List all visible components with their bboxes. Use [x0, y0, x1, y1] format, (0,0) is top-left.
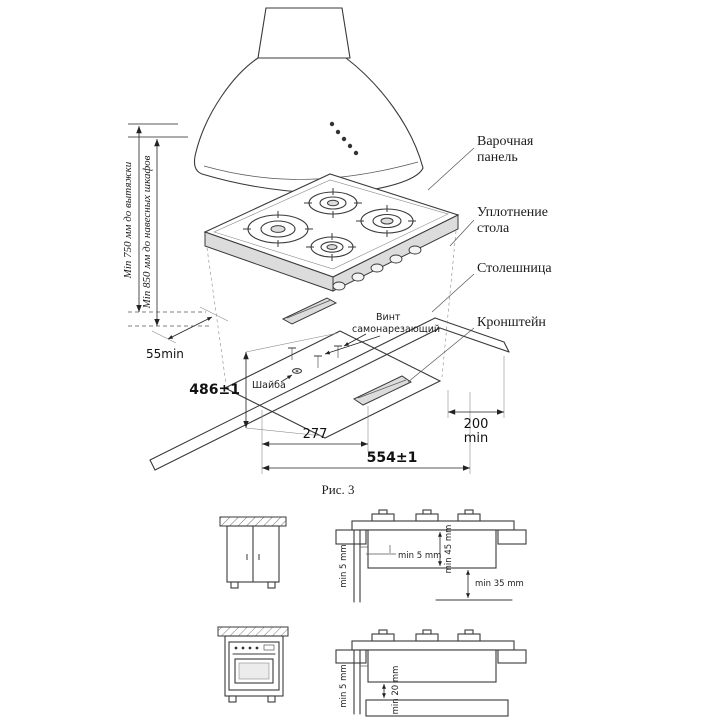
hood-rim-line [203, 161, 419, 180]
washer-icon [291, 368, 303, 374]
dim-rear-unit: min [464, 431, 489, 446]
hob-profile [351, 520, 515, 531]
cabinet-top-slab [219, 516, 287, 527]
cooker-hood [193, 7, 424, 194]
callout-seal-1: Уплотнение [477, 205, 548, 220]
cabinet-top-slab [217, 626, 289, 637]
washer-label: Шайба [252, 380, 286, 391]
dim-gap-under-a: min 5 mm [398, 551, 441, 561]
hood-control-dots-icon [329, 121, 359, 156]
countertop-section-right [497, 529, 527, 545]
hob-profile [351, 640, 515, 651]
dim-bracket-center: 277 [303, 427, 328, 442]
drop-guide-right [441, 230, 457, 378]
dim-gap-side-b: min 5 mm [339, 664, 349, 707]
hood-body [193, 57, 424, 194]
section-a: min 5 mm min 5 mm min 45 mm min 35 mm [219, 509, 527, 603]
clearance-dimensions: Min 750 мм до вытяжки Min 850 мм до наве… [122, 123, 212, 327]
hob-inner-rim [213, 179, 449, 270]
oven-window [234, 658, 274, 684]
figure-caption: Рис. 3 [322, 482, 355, 497]
countertop-section-right [497, 649, 527, 664]
burner-large [243, 211, 313, 247]
screw-icon [334, 345, 342, 358]
dim-oven-gap-b: min 20 mm [391, 666, 401, 715]
countertop-front-edge [149, 317, 436, 461]
mounting-brackets [281, 297, 413, 406]
oven-front [228, 641, 280, 691]
gas-hob [203, 173, 460, 292]
screw-icon [288, 347, 296, 360]
clearance-to-cabinets: Min 850 мм до навесных шкафов [141, 155, 153, 309]
section-b: min 5 mm min 20 mm [217, 626, 527, 717]
callout-bracket: Кронштейн [477, 315, 546, 330]
callout-hob-2: панель [477, 150, 518, 165]
cutout-dimensions: 55min 486±1 277 554±1 200 min [146, 306, 505, 474]
callout-hob-1: Варочная [477, 134, 534, 149]
burner-front-right [306, 233, 356, 261]
burner-rear-right [356, 205, 416, 237]
countertop-front-edge-lower [154, 327, 441, 471]
hob-top-surface [203, 173, 460, 278]
cross-section-a: min 5 mm min 5 mm min 45 mm min 35 mm [335, 509, 527, 603]
countertop-right-edge [434, 317, 505, 343]
dim-depth: 486±1 [189, 382, 240, 398]
drop-guide-left [206, 247, 227, 385]
screw-label-line2: самонарезающий [352, 324, 440, 335]
cross-section-b: min 5 mm min 20 mm [335, 629, 527, 717]
oven-box [365, 699, 509, 717]
cutout-opening [223, 330, 442, 439]
main-diagram: Винт самонарезающий Шайба 55min 486±1 27… [122, 7, 552, 497]
control-knobs [332, 245, 422, 291]
countertop [149, 230, 510, 471]
callout-countertop: Столешница [477, 261, 552, 276]
callout-seal-2: стола [477, 221, 510, 236]
callout-labels: Варочная панель Уплотнение стола Столешн… [407, 134, 552, 383]
bracket-bottom [352, 375, 413, 406]
burner-rear-left [304, 188, 362, 218]
clearance-to-hood: Min 750 мм до вытяжки [122, 161, 134, 279]
hood-chimney [257, 7, 351, 59]
oven-cabinet-icon [217, 626, 289, 703]
countertop-section-left [335, 529, 367, 545]
countertop-section-left [335, 649, 367, 664]
dim-box-depth-a: min 45 mm [444, 525, 454, 574]
bracket-top [281, 297, 338, 325]
dim-gap-side-a: min 5 mm [339, 544, 349, 587]
hob-box [367, 529, 497, 569]
dim-side-margin: 55min [146, 347, 184, 361]
hob-box [367, 649, 497, 683]
cabinet-icon [219, 516, 287, 589]
dim-width: 554±1 [367, 450, 418, 466]
screws-and-washer: Винт самонарезающий Шайба [252, 312, 440, 391]
dim-rear-value: 200 [464, 417, 489, 432]
screw-icon [314, 355, 322, 368]
dim-bottom-clearance-a: min 35 mm [475, 579, 524, 589]
screw-label-line1: Винт [376, 312, 401, 323]
